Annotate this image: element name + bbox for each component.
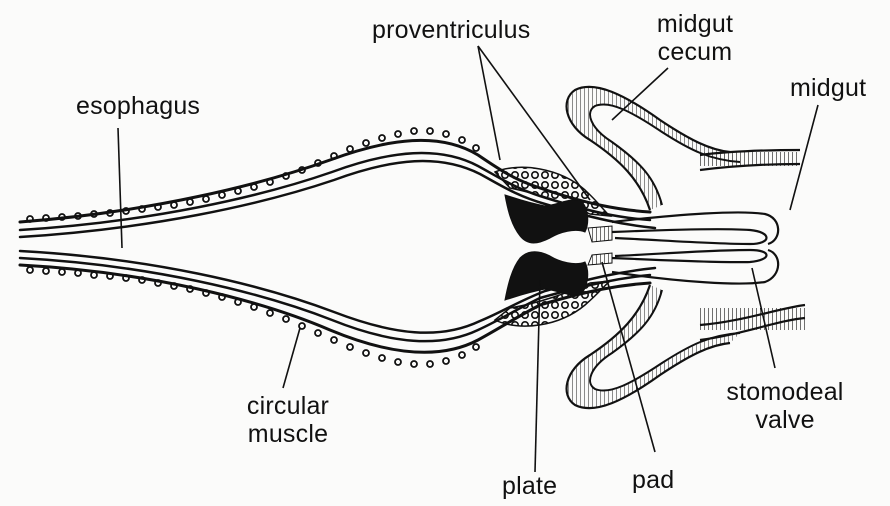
upper-plate (505, 195, 588, 243)
upper-midgut-epithelium (700, 152, 800, 166)
label-midgut: midgut (790, 74, 866, 102)
label-stomodeal-valve-line2: valve (710, 406, 860, 434)
label-stomodeal-valve: stomodeal valve (710, 378, 860, 434)
label-midgut-cecum-line1: midgut (640, 10, 750, 38)
lower-pad (588, 253, 612, 265)
label-circular-muscle-line1: circular (228, 392, 348, 420)
lower-plate (505, 252, 588, 300)
label-pad: pad (632, 466, 674, 494)
label-proventriculus: proventriculus (372, 16, 530, 44)
label-circular-muscle-line2: muscle (228, 420, 348, 448)
label-midgut-cecum-line2: cecum (640, 38, 750, 66)
label-esophagus: esophagus (76, 92, 200, 120)
upper-pad (588, 226, 612, 242)
lower-midgut-epithelium (700, 308, 805, 330)
label-midgut-cecum: midgut cecum (640, 10, 750, 66)
label-circular-muscle: circular muscle (228, 392, 348, 448)
label-plate: plate (502, 472, 557, 500)
label-stomodeal-valve-line1: stomodeal (710, 378, 860, 406)
